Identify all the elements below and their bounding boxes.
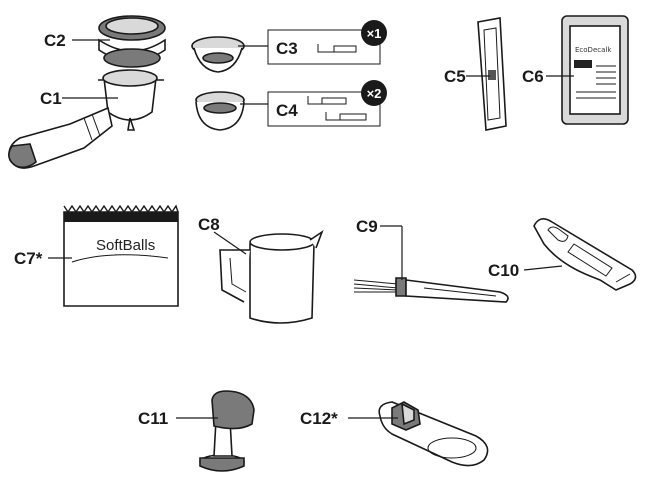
c11-tamper [199,390,255,472]
c3-box [267,29,381,65]
c12-tool [378,401,489,467]
c9-cleaning-brush [353,277,509,303]
c4-tab-symbol-2 [325,112,367,121]
label-c5: C5 [444,67,466,86]
c7-cleaning-bag: SoftBalls [63,204,179,307]
c4-quantity-badge [361,80,387,106]
label-c1: C1 [40,89,62,108]
c8-leader-line [213,231,247,255]
c8-milk-jug [219,229,324,324]
label-c6: C6 [522,67,544,86]
c2-filter-holder-top [98,15,166,68]
label-c10: C10 [488,261,519,280]
label-c3: C3 [276,39,298,58]
label-c11: C11 [138,409,168,428]
c10-leader-line [523,265,563,271]
label-c9: C9 [356,217,378,236]
c6-descaler-package: EcoDecalk [561,15,629,125]
c7-brand: SoftBalls [96,237,155,254]
label-c8: C8 [198,215,220,234]
c4-tab-symbol-1 [307,96,347,105]
c1-portafilter [8,69,164,169]
c4-badge-text: ×2 [367,86,382,101]
c3-single-filter-basket [191,36,245,73]
label-c7: C7* [14,249,43,268]
label-c4: C4 [276,101,298,120]
c5-test-strip [477,17,507,131]
c4-double-filter-basket [195,91,245,131]
c3-quantity-badge [361,20,387,46]
c6-brand: EcoDecalk [575,46,612,54]
c3-tab-symbol [317,44,357,53]
c3-badge-text: ×1 [367,26,382,41]
c4-box [267,91,381,127]
label-c12: C12* [300,409,338,428]
c10-adjustment-key [533,218,637,291]
label-c2: C2 [44,31,66,50]
